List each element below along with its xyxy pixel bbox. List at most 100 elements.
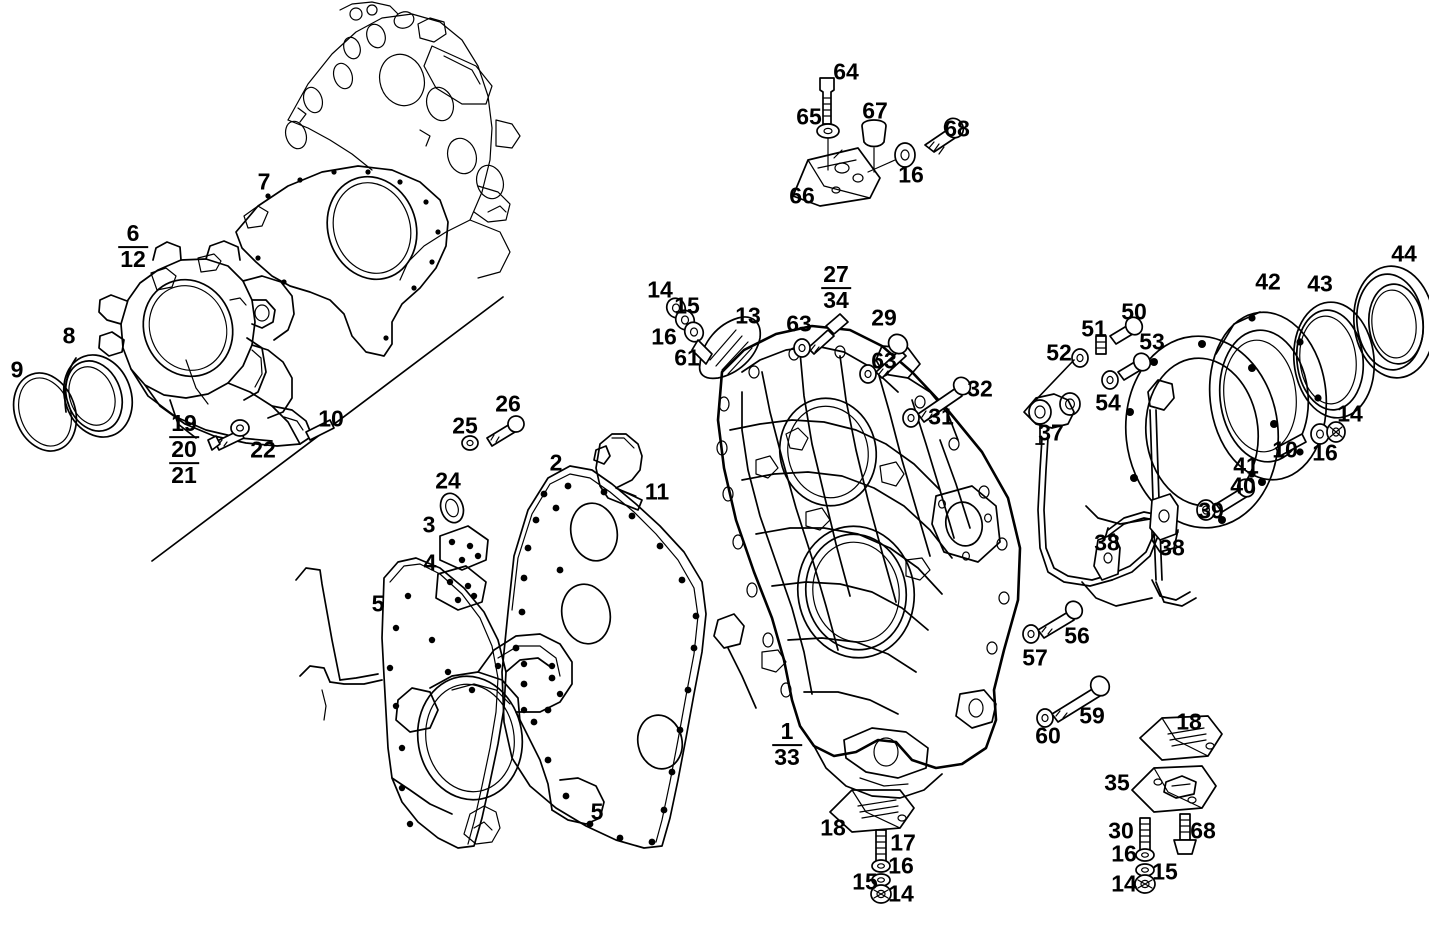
guide-rods: [295, 567, 383, 721]
ring-43: [1292, 301, 1376, 419]
callout-17: 17: [890, 829, 916, 856]
callout-2: 2: [549, 449, 563, 476]
callout-10: 10: [318, 405, 344, 432]
callout-15: 15: [674, 292, 700, 319]
callout-16: 16: [888, 852, 914, 879]
callout-54: 54: [1095, 389, 1121, 416]
callout-52: 52: [1046, 339, 1072, 366]
callout-43: 43: [1307, 270, 1333, 297]
bolt-26: [486, 415, 525, 447]
fraction-part: 20: [169, 436, 199, 463]
fraction-part: 6: [126, 220, 140, 247]
callout-16: 16: [1111, 840, 1137, 867]
sealant-tube-11: [593, 433, 643, 511]
rear-cover-housing: [98, 240, 313, 447]
washer-stack-14-15-16: [665, 297, 705, 343]
fraction-part: 19: [171, 410, 197, 437]
washer-39-bolt-40: [1196, 478, 1256, 521]
bracket-66-cluster: [792, 77, 965, 207]
callout-8: 8: [62, 322, 76, 349]
o-ring-9: [12, 372, 78, 452]
callout-9: 9: [10, 356, 24, 383]
bolt-32-washer-31: [902, 376, 972, 428]
callout-18: 18: [1176, 708, 1202, 735]
callout-38: 38: [1159, 534, 1185, 561]
callout-16: 16: [898, 161, 924, 188]
callout-7: 7: [257, 168, 271, 195]
callout-35: 35: [1104, 769, 1130, 796]
callout-13: 13: [735, 302, 761, 329]
cover-plate-5: [381, 557, 605, 849]
callout-53: 53: [1139, 328, 1165, 355]
callout-44: 44: [1391, 240, 1417, 267]
callout-63: 63: [871, 347, 897, 374]
washer-16-top: [894, 142, 916, 168]
callout-64: 64: [833, 58, 859, 85]
callout-41: 41: [1233, 452, 1259, 479]
bell-housing-main: [713, 324, 1022, 799]
callout-51: 51: [1081, 315, 1107, 342]
bolt-56-washer-57: [1022, 600, 1084, 644]
plug-67: [861, 119, 887, 173]
callout-14: 14: [888, 880, 914, 907]
callout-66: 66: [789, 182, 815, 209]
washer-25: [461, 435, 479, 451]
callout-5: 5: [371, 590, 385, 617]
fraction-part: 12: [118, 246, 148, 272]
pin-10-left: [305, 419, 335, 441]
fraction-part: 27: [823, 261, 849, 288]
callout-16: 16: [651, 323, 677, 350]
callout-60: 60: [1035, 722, 1061, 749]
cover-plate-13: [698, 316, 762, 380]
callout-22: 22: [250, 436, 276, 463]
callout-30: 30: [1108, 817, 1134, 844]
callout-5: 5: [590, 798, 604, 825]
callout-37: 37: [1038, 419, 1064, 446]
pad-18-bottom: [829, 789, 915, 833]
callout-26: 26: [495, 390, 521, 417]
callout-14: 14: [1337, 400, 1363, 427]
callout-42: 42: [1255, 268, 1281, 295]
callout-32: 32: [967, 375, 993, 402]
callout-63: 63: [786, 310, 812, 337]
pad-35-right: [1131, 765, 1217, 813]
fraction-part: 1: [780, 718, 794, 745]
bracket-rods-38: [1037, 437, 1179, 587]
small-gasket-24: [439, 492, 465, 524]
bolt-29: [859, 333, 909, 384]
fraction-part: 34: [821, 287, 851, 313]
callout-10: 10: [1272, 436, 1298, 463]
gasket-2: [501, 465, 707, 849]
callout-14: 14: [1111, 870, 1137, 897]
pin-10-right: [1275, 433, 1307, 457]
callout-25: 25: [452, 412, 478, 439]
callout-39: 39: [1198, 497, 1224, 524]
callout-67: 67: [862, 97, 888, 124]
timing-cover-gasket-7: [235, 165, 449, 357]
fitting-37: [1023, 392, 1081, 445]
callout-59: 59: [1079, 702, 1105, 729]
seal-44: [1352, 265, 1429, 379]
callout-11: 11: [644, 478, 670, 505]
callout-3: 3: [422, 511, 436, 538]
callout-4: 4: [423, 549, 437, 576]
bolt-64: [819, 77, 835, 125]
dowel-pin-61: [691, 339, 713, 365]
screw-68-top: [924, 117, 965, 155]
callout-50: 50: [1121, 298, 1147, 325]
callout-24: 24: [435, 467, 461, 494]
screw-68-right: [1173, 813, 1197, 855]
fraction-part: 21: [169, 461, 199, 488]
small-gasket-3: [439, 525, 489, 571]
callout-15: 15: [1152, 858, 1178, 885]
small-gasket-4: [435, 565, 487, 611]
callout-68: 68: [1190, 817, 1216, 844]
engine-block: [284, 1, 521, 281]
fastener-stack-bottom-center: [870, 829, 892, 904]
